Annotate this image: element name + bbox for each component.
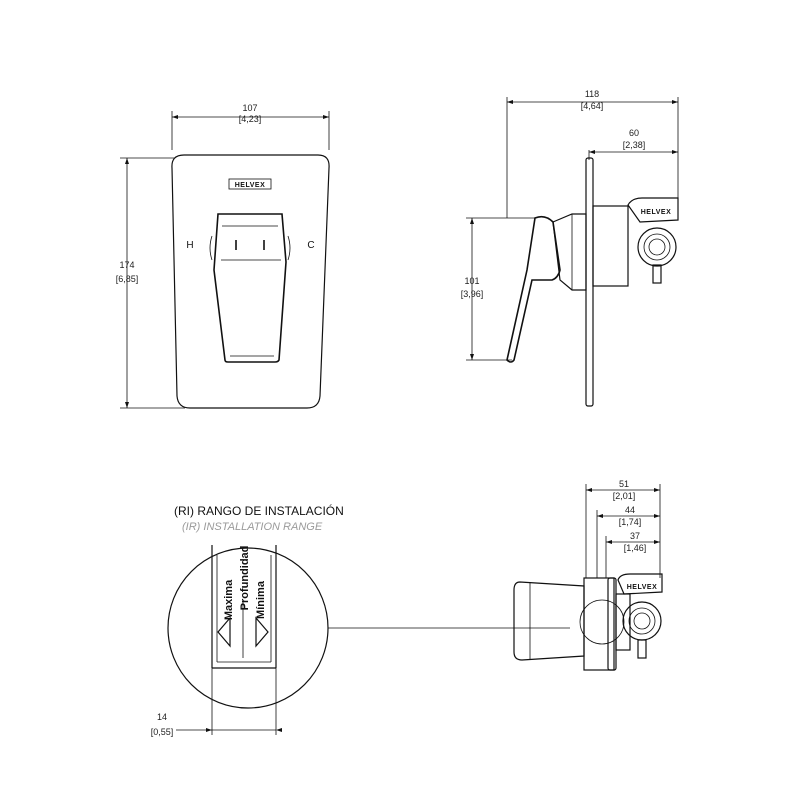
side-valve-logo: HELVEX: [641, 209, 672, 216]
front-cartridge-edges: [209, 235, 291, 261]
inset-arrow-min: [255, 616, 269, 648]
bottom-valve-stem: [637, 639, 647, 659]
inset-label-max: Maxima: [223, 579, 235, 620]
range-title-es: (RI) RANGO DE INSTALACIÓN: [174, 503, 344, 518]
side-valve-stem: [652, 264, 662, 284]
side-valve-inlet-inner: [648, 238, 666, 256]
bottom-valve-inlet-inner: [633, 612, 651, 630]
front-logo-text: HELVEX: [235, 182, 266, 189]
bottom-min-in: [1,46]: [624, 543, 647, 553]
front-lever-detail: [221, 225, 281, 357]
bottom-wall-plate: [607, 577, 617, 671]
inset-arrow-max: [217, 616, 231, 648]
range-title-en: (IR) INSTALLATION RANGE: [182, 521, 323, 533]
bottom-detail-marker: [579, 599, 625, 645]
side-total-mm: 118: [585, 89, 599, 99]
side-valve-cap: [627, 197, 679, 223]
side-valve-inlet: [643, 233, 671, 261]
side-handle-mm: 101: [464, 276, 479, 286]
side-body-in: [2,38]: [623, 140, 646, 150]
front-width-in: [4,23]: [239, 114, 262, 124]
installation-range: (RI) RANGO DE INSTALACIÓN (IR) INSTALLAT…: [151, 503, 570, 737]
bottom-mid-in: [1,74]: [619, 517, 642, 527]
side-valve-ring: [637, 227, 677, 267]
bottom-min-arrows: [606, 540, 660, 544]
front-width-mm: 107: [242, 103, 257, 113]
bottom-min-mm: 37: [630, 531, 640, 541]
side-view: 118 [4,64] 60 [2,38] 101 [3,96] HELVEX: [461, 89, 679, 407]
bottom-valve-inlet: [628, 607, 656, 635]
side-lever-handle: [506, 215, 561, 363]
front-view: 107 [4,23] 174 [6,85] HELVEX H C: [116, 103, 330, 409]
bottom-side-view: 51 [2,01] 44 [1,74] 37 [1,46] HELVEX: [513, 479, 663, 671]
inset-label-depth: Profundidad: [239, 546, 251, 611]
front-height-in: [6,85]: [116, 274, 139, 284]
side-handle-in: [3,96]: [461, 289, 484, 299]
bottom-valve-body: [615, 593, 631, 651]
bottom-valve-cap: [617, 573, 663, 595]
side-body-mm: 60: [629, 128, 639, 138]
side-total-in: [4,64]: [581, 101, 604, 111]
inset-width-mm: 14: [157, 712, 167, 722]
bottom-max-in: [2,01]: [613, 491, 636, 501]
bottom-cartridge-sleeve: [583, 577, 615, 671]
front-logo-box: [228, 178, 272, 190]
side-wall-plate: [585, 157, 594, 407]
bottom-lever-body: [513, 581, 585, 661]
front-lever-handle: [213, 213, 287, 363]
cold-label: C: [307, 240, 314, 251]
front-height-mm: 174: [119, 260, 134, 270]
hot-label: H: [186, 240, 193, 251]
bottom-max-mm: 51: [619, 479, 629, 489]
bottom-valve-logo: HELVEX: [627, 584, 658, 591]
side-valve-body: [592, 205, 629, 287]
bottom-mid-mm: 44: [625, 505, 635, 515]
inset-width-in: [0,55]: [151, 727, 174, 737]
inset-label-min: Mínima: [255, 580, 267, 619]
front-escutcheon-plate: [171, 154, 330, 409]
